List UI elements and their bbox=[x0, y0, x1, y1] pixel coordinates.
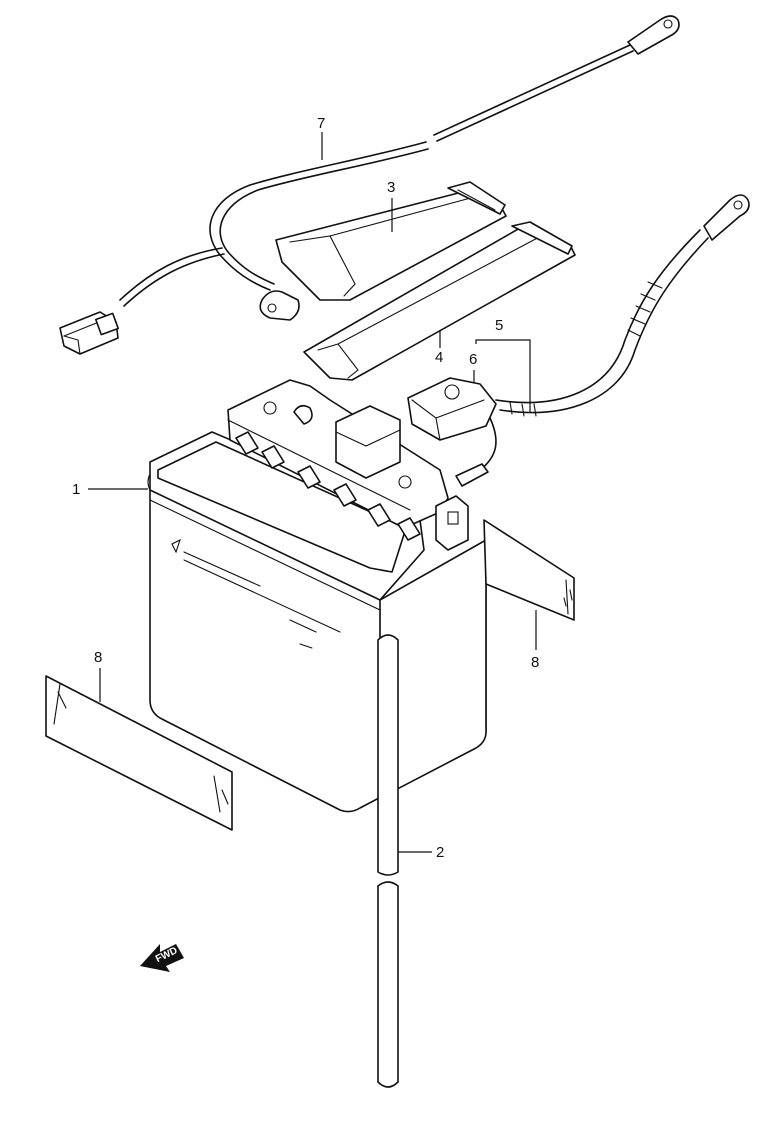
callout-6: 6 bbox=[469, 351, 477, 368]
callout-5: 5 bbox=[495, 317, 503, 334]
part-4-band bbox=[303, 221, 576, 381]
part-3-band bbox=[275, 181, 507, 301]
part-2-breather-hose bbox=[377, 634, 399, 1088]
part-6-terminal-cover bbox=[407, 377, 497, 487]
callout-2: 2 bbox=[436, 844, 444, 861]
fwd-arrow-icon: FWD bbox=[140, 944, 184, 972]
part-8-pad-right bbox=[483, 519, 575, 621]
leader-lines bbox=[88, 132, 537, 853]
callout-4: 4 bbox=[435, 349, 443, 366]
part-7-cable bbox=[59, 15, 680, 355]
leader-5 bbox=[475, 339, 531, 412]
callout-3: 3 bbox=[387, 179, 395, 196]
callout-8-left: 8 bbox=[94, 649, 102, 666]
callout-7: 7 bbox=[317, 115, 325, 132]
callout-8-right: 8 bbox=[531, 654, 539, 671]
positive-cable bbox=[495, 194, 750, 417]
coupler bbox=[59, 311, 119, 355]
callout-1: 1 bbox=[72, 481, 80, 498]
callout-numbers: 1 2 3 4 5 6 7 8 8 bbox=[72, 115, 539, 861]
part-8-pad-left bbox=[45, 675, 233, 831]
part-1-battery bbox=[147, 379, 487, 813]
